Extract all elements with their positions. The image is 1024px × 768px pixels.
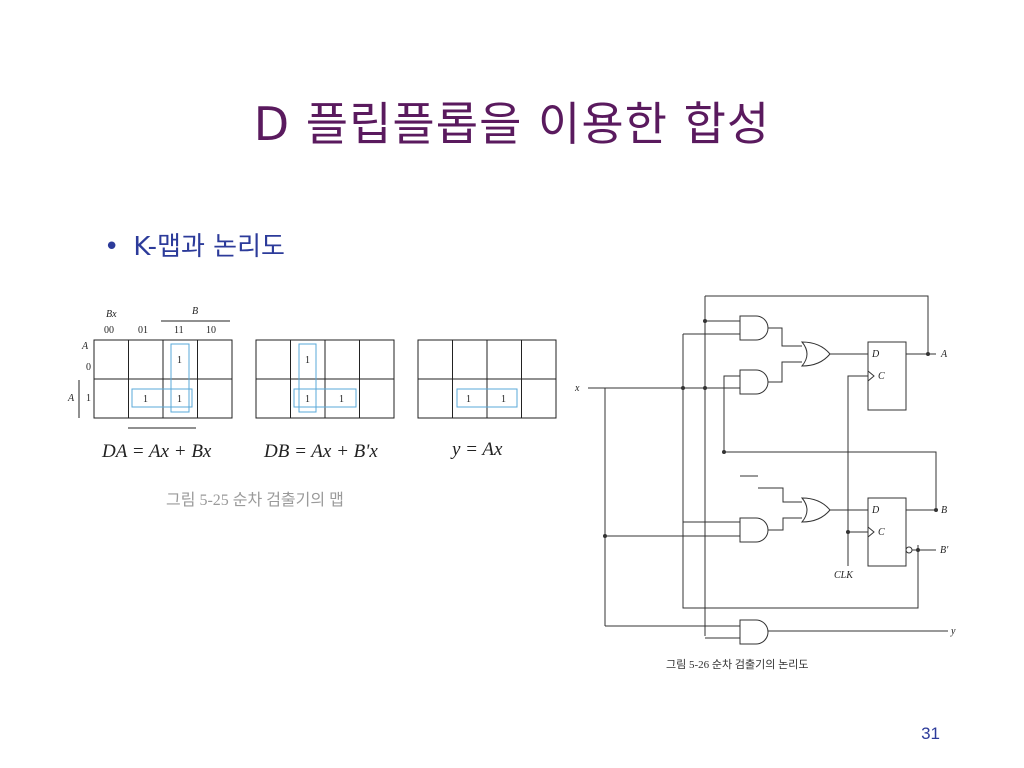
junction-dot xyxy=(934,508,938,512)
wire xyxy=(758,487,802,503)
kmap-row-top-code: 0 xyxy=(86,362,91,373)
kmap-b-cell: 1 xyxy=(305,355,310,366)
inverted-output-icon xyxy=(905,546,913,554)
or-gate xyxy=(800,341,831,367)
kmap-row-top-label: A xyxy=(81,341,89,352)
kmap-y-group-horizontal xyxy=(456,388,518,408)
kmap-y: 1 1 y = Ax xyxy=(417,339,557,460)
junction-dot xyxy=(703,319,707,323)
circuit-output-y: y xyxy=(950,626,956,637)
kmap-a-cell: 1 xyxy=(177,355,182,366)
and-gate xyxy=(739,369,769,395)
ff-a-d-label: D xyxy=(871,349,880,360)
kmap-b-group-vertical xyxy=(298,343,317,413)
junction-dot xyxy=(681,386,685,390)
bullet-dot-icon: • xyxy=(104,232,120,262)
and-gate xyxy=(739,619,769,645)
wire xyxy=(847,375,868,566)
kmap-y-equation: y = Ax xyxy=(450,439,503,460)
wire xyxy=(768,327,802,347)
circuit-output-b: B xyxy=(941,505,947,516)
kmap-row-bottom-code: 1 xyxy=(86,393,91,404)
bullet-item: • K-맵과 논리도 xyxy=(104,226,285,263)
kmap-header: Bx B 00 01 11 10 A 0 A 1 xyxy=(67,306,230,429)
kmap-b-equation: DB = Ax + B'x xyxy=(263,441,378,462)
bullet-text: K-맵과 논리도 xyxy=(133,232,285,262)
slide-title: D 플립플롭을 이용한 합성 xyxy=(253,97,771,151)
kmap-b-cell: 1 xyxy=(305,394,310,405)
kmap-a-group-horizontal xyxy=(131,388,193,408)
circuit-output-b-prime: B' xyxy=(940,545,949,556)
kmap-col-var-label: B xyxy=(192,306,198,317)
and-gate xyxy=(739,315,769,341)
kmap-a-group-vertical xyxy=(170,343,190,413)
kmap-a-cell: 1 xyxy=(177,394,182,405)
kmap-y-cell: 1 xyxy=(466,394,471,405)
junction-dot xyxy=(916,548,920,552)
logic-diagram xyxy=(588,295,948,645)
clock-triangle-icon xyxy=(867,526,875,538)
junction-dot xyxy=(722,450,726,454)
kmap-row-var-label: Bx xyxy=(106,309,117,320)
or-gate xyxy=(800,497,831,523)
kmap-col-code-11: 11 xyxy=(174,325,184,336)
wire xyxy=(682,334,919,609)
junction-dot xyxy=(603,534,607,538)
circuit-clock-label: CLK xyxy=(834,570,854,581)
kmap-a: 1 1 1 DA = Ax + Bx xyxy=(93,339,233,462)
kmap-col-code-10: 10 xyxy=(206,325,216,336)
kmap-a-cell: 1 xyxy=(143,394,148,405)
junction-dot xyxy=(846,530,850,534)
junction-dots xyxy=(603,319,938,552)
circuit-input-x: x xyxy=(574,383,580,394)
junction-dot xyxy=(926,352,930,356)
kmap-col-code-00: 00 xyxy=(104,325,114,336)
clock-triangle-icon xyxy=(867,370,875,382)
junction-dot xyxy=(703,386,707,390)
kmap-b: 1 1 1 DB = Ax + B'x xyxy=(255,339,395,462)
wire xyxy=(768,517,802,531)
kmap-b-cell: 1 xyxy=(339,394,344,405)
kmap-y-cell: 1 xyxy=(501,394,506,405)
kmap-col-code-01: 01 xyxy=(138,325,148,336)
wire xyxy=(705,295,929,354)
kmap-a-equation: DA = Ax + Bx xyxy=(101,441,212,462)
kmap-b-group-horizontal xyxy=(293,388,357,408)
page-number: 31 xyxy=(921,724,940,743)
wire xyxy=(768,361,802,383)
circuit-output-a: A xyxy=(940,349,948,360)
ff-b-c-label: C xyxy=(878,527,885,538)
circuit-caption: 그림 5-26 순차 검출기의 논리도 xyxy=(666,658,808,671)
ff-b-d-label: D xyxy=(871,505,880,516)
and-gate xyxy=(739,517,769,543)
kmap-row-bottom-label: A xyxy=(67,393,75,404)
ff-a-c-label: C xyxy=(878,371,885,382)
kmap-caption: 그림 5-25 순차 검출기의 맵 xyxy=(166,491,344,509)
